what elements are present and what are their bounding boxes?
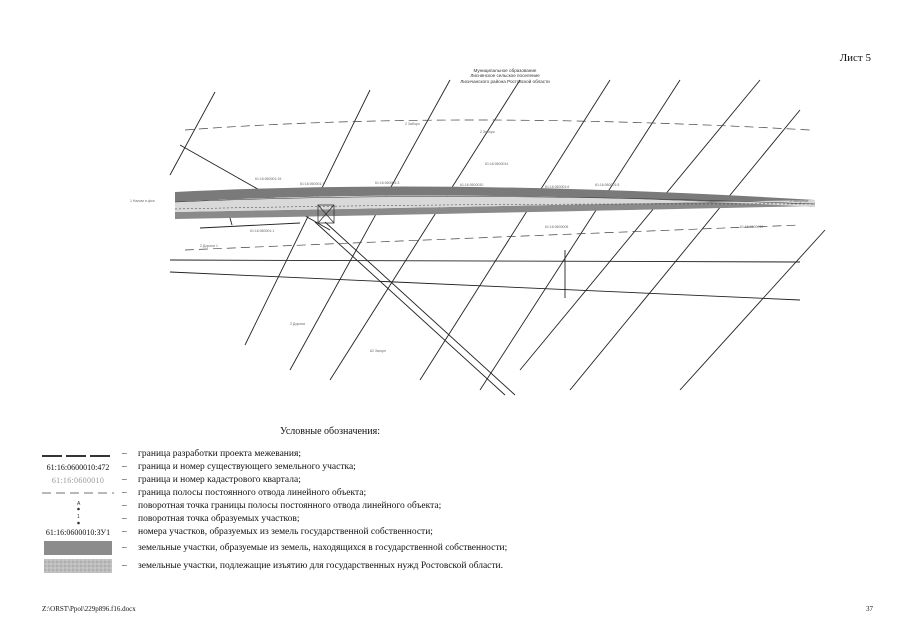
svg-text:61:16:0600010: 61:16:0600010 <box>740 225 763 229</box>
map-title: Муниципальное образование Лиснянское сел… <box>380 68 630 84</box>
legend-description: земельные участки, образуемые из земель,… <box>138 543 508 553</box>
svg-text:2 Дорони 1: 2 Дорони 1 <box>200 244 218 248</box>
legend: – граница разработки проекта межевания; … <box>40 448 740 575</box>
road-corridor <box>174 186 816 219</box>
legend-item: – земельные участки, подлежащие изъятию … <box>40 557 740 575</box>
svg-text:2 Заборо: 2 Заборо <box>480 130 495 134</box>
legend-item: 61:16:0600010 – граница и номер кадастро… <box>40 474 740 487</box>
svg-text:61:16:0600010: 61:16:0600010 <box>460 183 483 187</box>
legend-item: – граница разработки проекта межевания; <box>40 448 740 461</box>
legend-item: 61:16:0600010:472 – граница и номер суще… <box>40 461 740 474</box>
cadastral-map: 1 Налом н-фон 2 Загорные 2 Заборо 2 Забо… <box>130 68 826 396</box>
seizure-land-fill-symbol <box>44 559 112 573</box>
legend-description: номера участков, образуемых из земель го… <box>138 527 433 537</box>
svg-text:61:16:0600005: 61:16:0600005 <box>545 225 568 229</box>
legend-item: 1 – поворотная точка образуемых участков… <box>40 513 740 526</box>
svg-text:1: 1 <box>77 514 80 520</box>
svg-text:61:16:060001:1: 61:16:060001:1 <box>300 182 324 186</box>
legend-description: граница и номер кадастрового квартала; <box>138 475 301 485</box>
legend-item: – земельные участки, образуемые из земел… <box>40 539 740 557</box>
legend-description: земельные участки, подлежащие изъятию дл… <box>138 561 504 571</box>
svg-text:2 Заборо: 2 Заборо <box>405 122 420 126</box>
svg-text:A: A <box>77 501 81 507</box>
map-annotations: 1 Налом н-фон 2 Загорные 2 Заборо 2 Забо… <box>130 122 809 353</box>
legend-dash: – <box>122 488 127 498</box>
legend-dash: – <box>122 514 127 524</box>
svg-text:61:16:060001:15: 61:16:060001:15 <box>255 177 281 181</box>
legend-item: – граница полосы постоянного отвода лине… <box>40 487 740 500</box>
svg-text:61:16:060001:1: 61:16:060001:1 <box>250 229 274 233</box>
legend-item: 61:16:0600010:ЗУ1 – номера участков, обр… <box>40 526 740 539</box>
map-drawing: 1 Налом н-фон 2 Загорные 2 Заборо 2 Забо… <box>130 79 826 396</box>
svg-text:1 Налом н-фон: 1 Налом н-фон <box>130 199 155 203</box>
legend-dash: – <box>122 543 127 553</box>
svg-text:61:16:060001:5: 61:16:060001:5 <box>595 183 619 187</box>
sheet-label: Лист 5 <box>839 52 871 64</box>
map-title-line: Лиснянское сельское поселение <box>470 73 540 79</box>
map-title-line: Лисичанского района Ростовской области <box>460 78 550 84</box>
legend-description: граница разработки проекта межевания; <box>138 449 301 459</box>
legend-title: Условные обозначения: <box>279 426 380 437</box>
svg-text:2 Дорони: 2 Дорони <box>290 322 305 326</box>
legend-dash: – <box>122 501 127 511</box>
svg-text:61:16:060001:6: 61:16:060001:6 <box>545 185 569 189</box>
legend-description: граница и номер существующего земельного… <box>138 462 356 472</box>
allotment-boundaries <box>184 119 811 251</box>
intersection-detail <box>317 204 335 224</box>
svg-text:61:16:0600014: 61:16:0600014 <box>485 162 508 166</box>
parcel-point-symbol: 1 <box>77 514 80 525</box>
state-land-fill-symbol <box>44 541 112 555</box>
legend-description: поворотная точка границы полосы постоянн… <box>138 501 442 511</box>
legend-item: A – поворотная точка границы полосы пост… <box>40 500 740 513</box>
legend-dash: – <box>122 561 127 571</box>
legend-dash: – <box>122 475 127 485</box>
legend-dash: – <box>122 449 127 459</box>
document-path: Z:\ORST\Ppol\229p896.f16.docx <box>42 605 136 613</box>
legend-description: поворотная точка образуемых участков; <box>138 514 300 524</box>
parcel-boundaries <box>169 79 826 396</box>
svg-text:62 Загорн: 62 Загорн <box>370 349 386 353</box>
new-parcel-number-symbol: 61:16:0600010:ЗУ1 <box>45 528 111 537</box>
page-number: 37 <box>866 605 873 613</box>
thin-dashed-line-symbol <box>42 492 114 494</box>
map-title-line: Муниципальное образование <box>473 68 537 73</box>
svg-text:2 Загорные: 2 Загорные <box>790 199 809 203</box>
corridor-point-symbol: A <box>77 501 81 511</box>
legend-description: граница полосы постоянного отвода линейн… <box>138 488 367 498</box>
thick-dashed-line-symbol <box>42 455 114 457</box>
svg-text:61:16:060001:3: 61:16:060001:3 <box>375 181 399 185</box>
legend-dash: – <box>122 527 127 537</box>
cadastral-quarter-symbol: 61:16:0600010 <box>51 476 105 485</box>
parcel-number-symbol: 61:16:0600010:472 <box>46 463 110 472</box>
legend-dash: – <box>122 462 127 472</box>
